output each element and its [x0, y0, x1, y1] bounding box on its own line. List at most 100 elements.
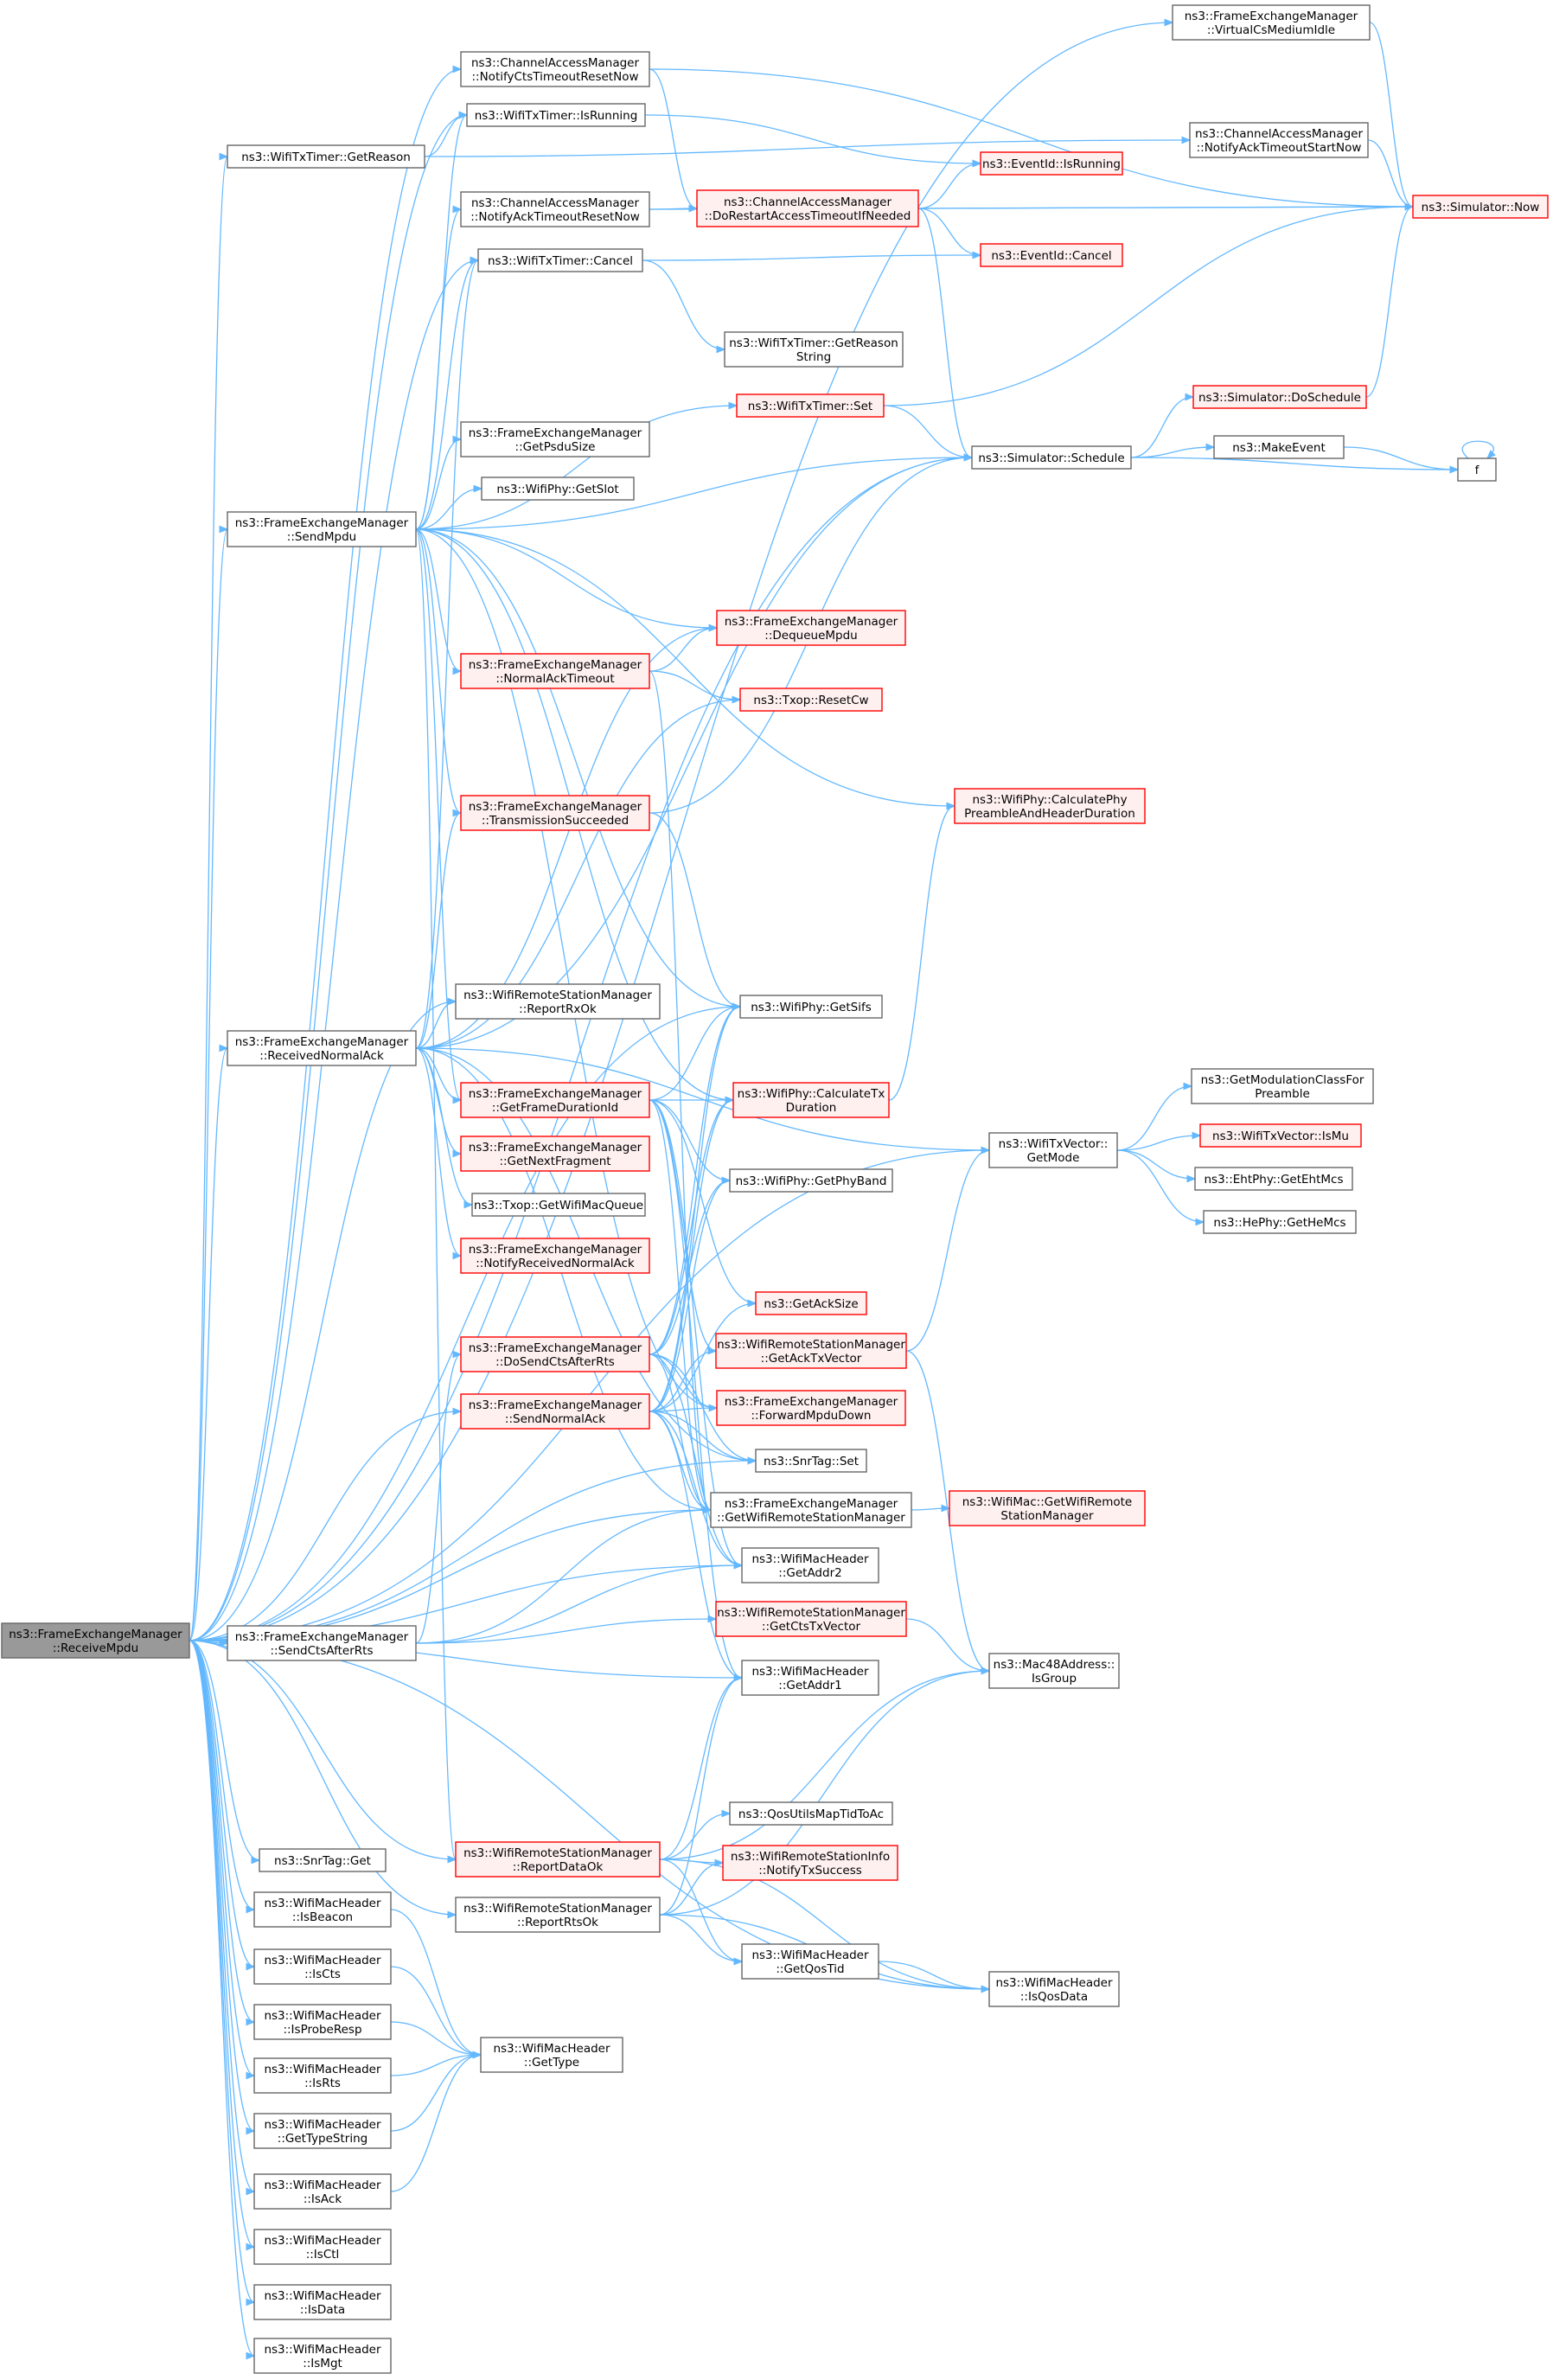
- function-node-isQosData[interactable]: ns3::WifiMacHeader::IsQosData: [988, 1971, 1120, 2007]
- function-node-dequeueMpdu[interactable]: ns3::FrameExchangeManager::DequeueMpdu: [716, 610, 906, 646]
- function-node-getAckSize[interactable]: ns3::GetAckSize: [755, 1291, 867, 1315]
- node-label: ns3::FrameExchangeManager: [235, 516, 409, 530]
- function-node-txVectorIsMu[interactable]: ns3::WifiTxVector::IsMu: [1199, 1123, 1362, 1148]
- function-node-getSlot[interactable]: ns3::WifiPhy::GetSlot: [481, 477, 635, 501]
- function-node-ehtGetEhtMcs[interactable]: ns3::EhtPhy::GetEhtMcs: [1194, 1167, 1353, 1191]
- node-label: ns3::WifiTxTimer::GetReason: [241, 150, 411, 164]
- function-node-qosUtilsMapTidToAc[interactable]: ns3::QosUtilsMapTidToAc: [729, 1801, 893, 1826]
- function-node-eventIsRunning[interactable]: ns3::EventId::IsRunning: [980, 151, 1123, 176]
- function-node-isData[interactable]: ns3::WifiMacHeader::IsData: [253, 2284, 392, 2320]
- function-node-sendMpdu[interactable]: ns3::FrameExchangeManager::SendMpdu: [227, 511, 417, 547]
- node-box: [1203, 1210, 1357, 1234]
- node-label: ::GetCtsTxVector: [762, 1620, 861, 1634]
- function-node-reportRxOk[interactable]: ns3::WifiRemoteStationManager::ReportRxO…: [455, 983, 661, 1020]
- function-node-timerSet[interactable]: ns3::WifiTxTimer::Set: [736, 393, 885, 418]
- function-node-isProbeResp[interactable]: ns3::WifiMacHeader::IsProbeResp: [253, 2004, 392, 2040]
- function-node-getAddr2[interactable]: ns3::WifiMacHeader::GetAddr2: [741, 1547, 879, 1583]
- function-node-getFrameDurationId[interactable]: ns3::FrameExchangeManager::GetFrameDurat…: [460, 1082, 650, 1118]
- function-node-reportRtsOk[interactable]: ns3::WifiRemoteStationManager::ReportRts…: [455, 1897, 661, 1933]
- function-node-getPsduSize[interactable]: ns3::FrameExchangeManager::GetPsduSize: [460, 421, 650, 457]
- function-node-isMgt[interactable]: ns3::WifiMacHeader::IsMgt: [253, 2338, 392, 2374]
- function-node-notifyTxSuccess[interactable]: ns3::WifiRemoteStationInfo::NotifyTxSucc…: [722, 1845, 898, 1881]
- function-node-calculatePhyPreamble[interactable]: ns3::WifiPhy::CalculatePhyPreambleAndHea…: [954, 788, 1146, 824]
- node-label: ns3::WifiRemoteStationManager: [717, 1606, 905, 1620]
- node-box: [980, 243, 1123, 267]
- edge-sendNormalAck-to-snrSet: [649, 1411, 757, 1465]
- function-node-virtualCsMediumIdle[interactable]: ns3::FrameExchangeManager::VirtualCsMedi…: [1172, 4, 1371, 41]
- function-node-timerCancel[interactable]: ns3::WifiTxTimer::Cancel: [477, 248, 643, 272]
- node-label: ::NotifyTxSuccess: [758, 1864, 862, 1878]
- node-box: [696, 189, 919, 227]
- function-node-snrGet[interactable]: ns3::SnrTag::Get: [259, 1848, 387, 1872]
- function-node-heGetHeMcs[interactable]: ns3::HePhy::GetHeMcs: [1203, 1210, 1357, 1234]
- node-label: ns3::WifiPhy::CalculateTx: [738, 1087, 885, 1101]
- node-label: ns3::FrameExchangeManager: [469, 1243, 642, 1257]
- function-node-resetCw[interactable]: ns3::Txop::ResetCw: [739, 688, 883, 712]
- function-node-sendNormalAck[interactable]: ns3::FrameExchangeManager::SendNormalAck: [460, 1393, 650, 1430]
- edge-notifyAckTimeoutResetNow-to-doRestartAccessTimeout: [649, 204, 699, 213]
- function-node-isGroup[interactable]: ns3::Mac48Address::IsGroup: [988, 1653, 1120, 1689]
- function-node-isRts[interactable]: ns3::WifiMacHeader::IsRts: [253, 2057, 392, 2094]
- function-node-f[interactable]: f: [1457, 457, 1497, 482]
- function-node-isRunningTimer[interactable]: ns3::WifiTxTimer::IsRunning: [466, 103, 646, 127]
- function-node-notifyAckTimeoutStartNow[interactable]: ns3::ChannelAccessManager::NotifyAckTime…: [1189, 122, 1369, 158]
- node-label: ::IsCtl: [306, 2248, 340, 2262]
- node-box: [460, 1393, 650, 1430]
- function-node-makeEvent[interactable]: ns3::MakeEvent: [1213, 435, 1345, 459]
- function-node-doRestartAccessTimeout[interactable]: ns3::ChannelAccessManager::DoRestartAcce…: [696, 189, 919, 227]
- edge-reportRtsOk-to-isGroup: [659, 1667, 991, 1916]
- function-node-getAddr1[interactable]: ns3::WifiMacHeader::GetAddr1: [741, 1660, 879, 1696]
- function-node-notifyReceivedNormalAck[interactable]: ns3::FrameExchangeManager::NotifyReceive…: [460, 1238, 650, 1274]
- function-node-getWifiRemoteStationManager[interactable]: ns3::FrameExchangeManager::GetWifiRemote…: [710, 1492, 912, 1528]
- node-label: ::ReceivedNormalAck: [259, 1049, 384, 1063]
- function-node-getType[interactable]: ns3::WifiMacHeader::GetType: [480, 2037, 623, 2073]
- node-label: ns3::WifiRemoteStationManager: [717, 1338, 905, 1352]
- function-node-getReason[interactable]: ns3::WifiTxTimer::GetReason: [227, 144, 425, 169]
- function-node-notifyAckTimeoutResetNow[interactable]: ns3::ChannelAccessManager::NotifyAckTime…: [460, 191, 650, 227]
- function-node-isAck[interactable]: ns3::WifiMacHeader::IsAck: [253, 2173, 392, 2210]
- function-node-eventCancel[interactable]: ns3::EventId::Cancel: [980, 243, 1123, 267]
- function-node-forwardMpduDown[interactable]: ns3::FrameExchangeManager::ForwardMpduDo…: [716, 1390, 906, 1426]
- node-label: ns3::WifiMacHeader: [264, 2118, 381, 2132]
- function-node-isCts[interactable]: ns3::WifiMacHeader::IsCts: [253, 1948, 392, 1985]
- function-node-sendCtsAfterRts[interactable]: ns3::FrameExchangeManager::SendCtsAfterR…: [227, 1625, 417, 1661]
- function-node-getQosTid[interactable]: ns3::WifiMacHeader::GetQosTid: [741, 1943, 879, 1980]
- node-label: ::IsQosData: [1020, 1990, 1088, 2004]
- function-node-doSendCtsAfterRts[interactable]: ns3::FrameExchangeManager::DoSendCtsAfte…: [460, 1336, 650, 1372]
- function-node-getMode[interactable]: ns3::WifiTxVector::GetMode: [988, 1132, 1118, 1168]
- node-label: ::IsData: [300, 2303, 345, 2317]
- function-node-simSchedule[interactable]: ns3::Simulator::Schedule: [971, 445, 1132, 470]
- node-label: ns3::WifiTxVector::IsMu: [1212, 1129, 1349, 1143]
- function-node-root[interactable]: ns3::FrameExchangeManager::ReceiveMpdu: [1, 1622, 190, 1659]
- function-node-isCtl[interactable]: ns3::WifiMacHeader::IsCtl: [253, 2229, 392, 2265]
- node-box: [481, 477, 635, 501]
- function-node-getCtsTxVector[interactable]: ns3::WifiRemoteStationManager::GetCtsTxV…: [715, 1601, 907, 1637]
- function-node-simDoSchedule[interactable]: ns3::Simulator::DoSchedule: [1192, 385, 1367, 409]
- function-node-getPhyBand[interactable]: ns3::WifiPhy::GetPhyBand: [729, 1168, 893, 1193]
- node-label: ns3::WifiPhy::GetSifs: [751, 1001, 872, 1014]
- edge-isProbeResp-to-getType: [390, 2021, 483, 2059]
- node-box: [954, 788, 1146, 824]
- function-node-isBeacon[interactable]: ns3::WifiMacHeader::IsBeacon: [253, 1891, 392, 1928]
- function-node-getNextFragment[interactable]: ns3::FrameExchangeManager::GetNextFragme…: [460, 1136, 650, 1172]
- function-node-getAckTxVector[interactable]: ns3::WifiRemoteStationManager::GetAckTxV…: [715, 1333, 907, 1369]
- function-node-reportDataOk[interactable]: ns3::WifiRemoteStationManager::ReportDat…: [455, 1841, 661, 1878]
- function-node-simNow[interactable]: ns3::Simulator::Now: [1412, 195, 1549, 219]
- function-node-receivedNormalAck[interactable]: ns3::FrameExchangeManager::ReceivedNorma…: [227, 1030, 417, 1066]
- node-label: ns3::ChannelAccessManager: [1195, 127, 1364, 141]
- function-node-getTypeString[interactable]: ns3::WifiMacHeader::GetTypeString: [253, 2113, 392, 2149]
- function-node-normalAckTimeout[interactable]: ns3::FrameExchangeManager::NormalAckTime…: [460, 653, 650, 689]
- function-node-snrSet[interactable]: ns3::SnrTag::Set: [755, 1449, 867, 1473]
- function-node-transmissionSucceeded[interactable]: ns3::FrameExchangeManager::TransmissionS…: [460, 795, 650, 831]
- function-node-getWifiMacQueue[interactable]: ns3::Txop::GetWifiMacQueue: [471, 1193, 646, 1217]
- function-node-getSifs[interactable]: ns3::WifiPhy::GetSifs: [739, 995, 883, 1019]
- function-node-getWifiRemoteStationManagerMac[interactable]: ns3::WifiMac::GetWifiRemoteStationManage…: [949, 1490, 1146, 1526]
- edge-getTypeString-to-getType: [390, 2051, 483, 2132]
- node-label: ns3::Simulator::Schedule: [978, 451, 1124, 465]
- edge-getMode-to-ehtGetEhtMcs: [1116, 1149, 1197, 1183]
- function-node-notifyCtsTimeoutResetNow[interactable]: ns3::ChannelAccessManager::NotifyCtsTime…: [460, 51, 650, 87]
